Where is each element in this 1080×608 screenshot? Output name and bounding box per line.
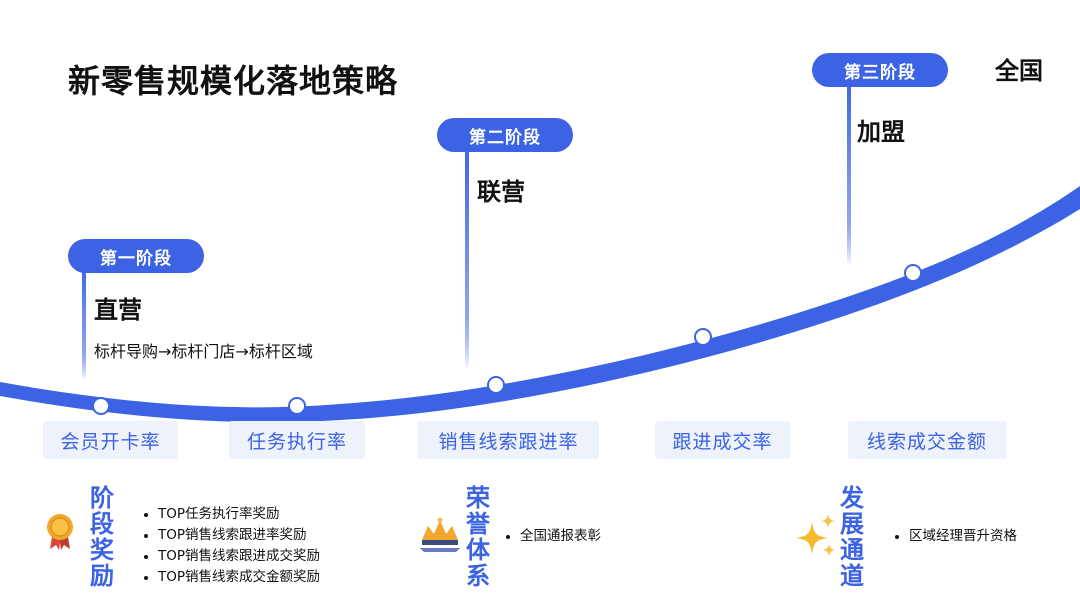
- stage-3-badge: 第三阶段: [812, 53, 948, 87]
- stage-3-line: [847, 74, 851, 266]
- page-title: 新零售规模化落地策略: [68, 62, 399, 100]
- list-item: TOP销售线索成交金额奖励: [142, 567, 320, 588]
- list-item: 全国通报表彰: [504, 526, 601, 547]
- curve-dot-5: [904, 264, 922, 282]
- stage-2-name: 联营: [477, 178, 525, 206]
- curve-dot-4: [694, 328, 712, 346]
- section-career-title: 发展通道: [840, 484, 864, 590]
- metric-lead-followup-rate: 销售线索跟进率: [418, 421, 599, 459]
- section-career-list: 区域经理晋升资格: [893, 526, 1017, 547]
- section-reward-list: TOP任务执行率奖励 TOP销售线索跟进率奖励 TOP销售线索跟进成交奖励 TO…: [142, 504, 320, 588]
- curve-dot-3: [487, 376, 505, 394]
- list-item: TOP销售线索跟进率奖励: [142, 525, 320, 546]
- list-item: TOP任务执行率奖励: [142, 504, 320, 525]
- stage-1-line: [82, 262, 86, 380]
- sparkles-icon: [796, 514, 835, 556]
- list-item: TOP销售线索跟进成交奖励: [142, 546, 320, 567]
- growth-curve: [0, 186, 1080, 423]
- section-reward-title: 阶段奖励: [90, 484, 114, 590]
- crown-icon: [420, 517, 460, 552]
- stage-2-badge: 第二阶段: [437, 118, 573, 152]
- stage-1-desc: 标杆导购→标杆门店→标杆区域: [94, 342, 313, 361]
- section-honor-title: 荣誉体系: [466, 484, 490, 590]
- list-item: 区域经理晋升资格: [893, 526, 1017, 547]
- metric-task-execution-rate: 任务执行率: [229, 421, 365, 459]
- metric-followup-deal-rate: 跟进成交率: [655, 421, 790, 459]
- stage-1-badge: 第一阶段: [68, 239, 204, 273]
- metric-member-card-rate: 会员开卡率: [43, 421, 178, 459]
- stage-2-line: [465, 140, 469, 370]
- metric-lead-deal-amount: 线索成交金额: [848, 421, 1006, 459]
- curve-dot-2: [288, 397, 306, 415]
- section-honor-list: 全国通报表彰: [504, 526, 601, 547]
- curve-dot-1: [92, 397, 110, 415]
- medal-icon: [47, 514, 73, 550]
- stage-3-name: 加盟: [857, 118, 905, 146]
- stage-1-name: 直营: [94, 296, 142, 324]
- stage-3-extra: 全国: [995, 57, 1043, 85]
